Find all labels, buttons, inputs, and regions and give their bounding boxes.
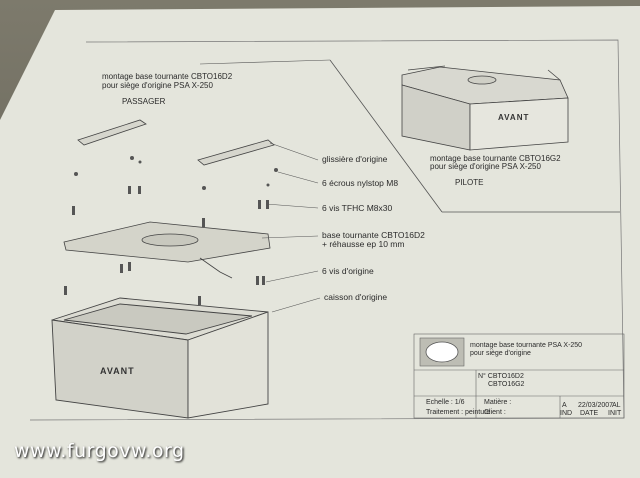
seat-box-drawing <box>51 297 269 419</box>
title-block-treatment: Traitement : peinture <box>426 409 491 416</box>
pilot-title-line2: pour siège d'origine PSA X-250 <box>430 162 541 171</box>
leader-lines <box>261 142 321 313</box>
title-block-scale: Echelle : 1/6 <box>426 399 465 406</box>
drawing-border <box>29 39 625 421</box>
company-logo <box>425 341 459 363</box>
callout-tfhc-screws: 6 vis TFHC M8x30 <box>322 203 393 213</box>
revision-col-date: DATE <box>580 410 599 417</box>
slide-rails <box>77 119 275 166</box>
swivel-base-plate <box>63 221 271 279</box>
passenger-side-label: PASSAGER <box>122 97 166 106</box>
callout-slide-rail: glissière d'origine <box>322 154 388 164</box>
title-block-client: Client : <box>484 409 506 416</box>
separator-line <box>329 59 443 213</box>
site-watermark: www.furgovw.org <box>14 440 185 462</box>
revision-initials: AL <box>612 402 621 409</box>
pilot-title-line1: montage base tournante CBTO16G2 <box>430 154 561 163</box>
pilot-box-drawing <box>401 65 569 151</box>
callout-seat-box: caisson d'origine <box>324 292 388 302</box>
passenger-title-line2: pour siège d'origine PSA X-250 <box>102 81 213 90</box>
callout-swivel-base: base tournante CBTO16D2 <box>322 230 425 240</box>
revision-col-ind: IND <box>560 410 573 417</box>
callout-spacer: + réhausse ep 10 mm <box>322 239 405 249</box>
revision-date: 22/03/2007 <box>578 402 614 409</box>
pilot-side-label: PILOTE <box>455 178 484 187</box>
revision-col-init: INIT <box>608 410 622 417</box>
title-block-part-number-1: N° CBTO16D2 <box>478 373 524 380</box>
callout-nylstop-nuts: 6 écrous nylstop M8 <box>322 178 399 188</box>
fasteners <box>64 156 278 305</box>
callout-original-screws: 6 vis d'origine <box>322 266 374 276</box>
title-block-part-number-2: CBTO16G2 <box>488 381 525 388</box>
passenger-title-line1: montage base tournante CBTO16D2 <box>102 72 233 81</box>
title-block-title-line2: pour siège d'origine <box>470 350 531 357</box>
seat-box-front-label: AVANT <box>100 366 135 376</box>
title-block-title-line1: montage base tournante PSA X-250 <box>470 342 583 349</box>
revision-letter: A <box>562 402 567 409</box>
pilot-box-front-label: AVANT <box>498 113 530 122</box>
title-block-material: Matière : <box>484 399 512 406</box>
